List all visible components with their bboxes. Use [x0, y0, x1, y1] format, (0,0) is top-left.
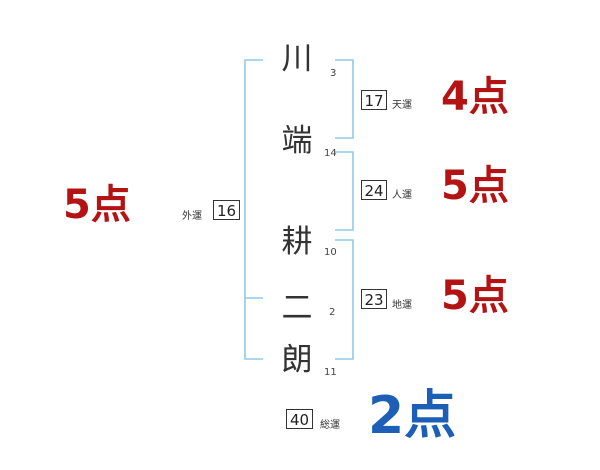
stroke-count-3: 10: [324, 247, 337, 258]
stroke-count-4: 2: [329, 307, 336, 318]
stroke-count-1: 3: [330, 68, 337, 79]
chikaku-value-box: 23: [361, 289, 387, 309]
stroke-count-5: 11: [324, 367, 337, 378]
soukaku-score: 2点: [368, 386, 457, 446]
tenkaku-label: 天運: [392, 100, 412, 111]
name-char-4: 二: [281, 290, 313, 326]
name-char-3: 耕: [281, 224, 313, 260]
soukaku-value-box: 40: [286, 409, 313, 429]
chikaku-bracket: [335, 239, 354, 360]
tenkaku-value-box: 17: [361, 90, 387, 110]
jinkaku-bracket: [335, 151, 354, 231]
name-char-1: 川: [281, 41, 313, 77]
tenkaku-score: 4点: [441, 74, 509, 120]
gaikaku-value-box: 16: [213, 200, 240, 220]
jinkaku-label: 人運: [392, 190, 412, 201]
name-char-2: 端: [281, 123, 313, 159]
jinkaku-value-box: 24: [361, 180, 387, 200]
chikaku-label: 地運: [392, 300, 412, 311]
tenkaku-bracket: [335, 59, 354, 139]
gaikaku-score: 5点: [63, 182, 131, 228]
soukaku-label: 総運: [320, 420, 340, 431]
stroke-count-2: 14: [324, 148, 337, 159]
gaikaku-label: 外運: [182, 211, 202, 222]
chikaku-score: 5点: [441, 273, 509, 319]
jinkaku-score: 5点: [441, 163, 509, 209]
outer-bracket: [244, 59, 263, 360]
name-char-5: 朗: [281, 342, 313, 378]
